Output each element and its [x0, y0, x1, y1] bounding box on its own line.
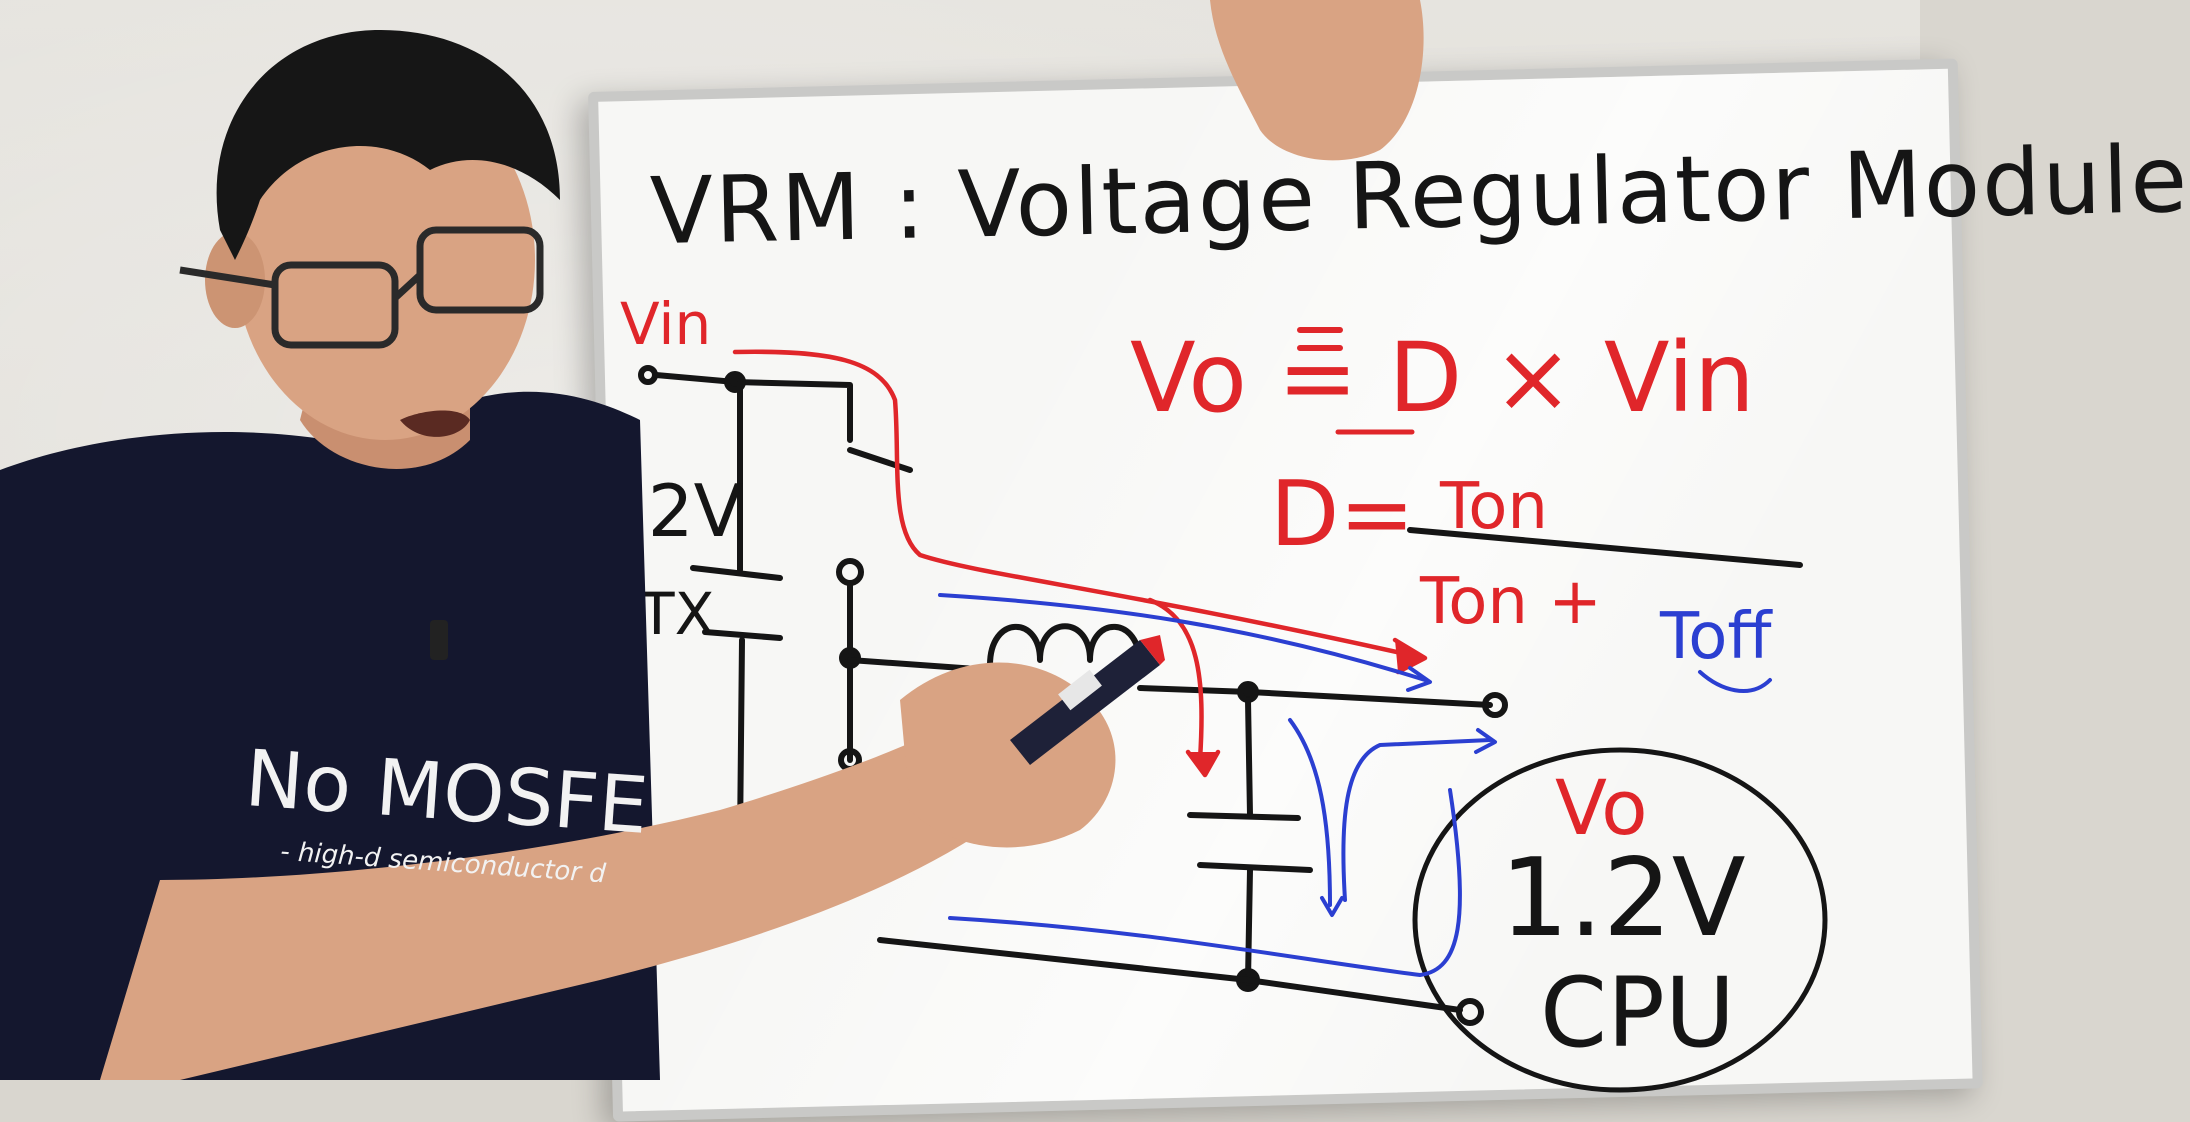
capacitor-lead-bottom — [1245, 867, 1253, 983]
duty-denominator-off: Toff — [1660, 600, 1772, 674]
blue-cap-discharge-left — [1288, 718, 1332, 907]
lapel-mic-icon — [430, 620, 448, 660]
fraction-bar — [1407, 527, 1803, 568]
presenter-face — [235, 80, 535, 440]
duty-numerator: Ton — [1440, 470, 1548, 544]
blue-arrow-head-top — [1406, 666, 1432, 692]
blue-cap-arrow — [1320, 896, 1344, 917]
capacitor-plate-bottom — [1197, 862, 1313, 873]
capacitor-plate-top — [1187, 812, 1301, 821]
blue-current-path-top — [938, 593, 1427, 682]
off-underline-squiggle — [1698, 670, 1772, 694]
source-plate-short — [702, 629, 783, 641]
cpu-load-outline — [1412, 747, 1828, 1093]
blue-arrow-head-right — [1474, 728, 1497, 754]
presenter-top-hand — [1210, 0, 1424, 161]
capacitor-lead-top — [1245, 697, 1253, 818]
equals-sign — [1297, 327, 1343, 351]
switch-lever — [847, 447, 913, 473]
cpu-label: CPU — [1540, 957, 1736, 1069]
output-voltage-equation: Vo = D × Vin — [1130, 322, 1755, 434]
ground-rail-wire — [877, 937, 1463, 1013]
vin-label: Vin — [620, 290, 712, 358]
output-voltage-symbol: Vo — [1555, 763, 1648, 852]
presenter-mouth — [400, 410, 470, 437]
circuit-diagram — [638, 327, 1828, 1093]
cpu-voltage-label: 1.2V — [1500, 836, 1746, 961]
blue-return-path — [948, 788, 1462, 977]
glasses-icon — [179, 226, 544, 349]
source-plate-long — [690, 565, 783, 581]
red-capacitor-arrow — [1185, 749, 1221, 778]
presenter — [0, 0, 1424, 1081]
ground-terminal — [1456, 998, 1484, 1026]
presenter-arm — [100, 720, 1000, 1080]
inductor-coil — [987, 623, 1143, 668]
blue-cap-discharge-right — [1341, 738, 1492, 902]
red-capacitor-path — [1147, 597, 1204, 763]
presenter-hair — [216, 30, 560, 260]
marker-icon — [1010, 635, 1165, 765]
duty-denominator-on: Ton + — [1420, 565, 1602, 639]
red-current-path — [732, 349, 1413, 658]
top-rail-wire — [653, 372, 853, 443]
vout-terminal — [1482, 692, 1508, 718]
red-arrow-head — [1392, 637, 1428, 675]
duty-cycle-label: D= — [1270, 462, 1415, 567]
